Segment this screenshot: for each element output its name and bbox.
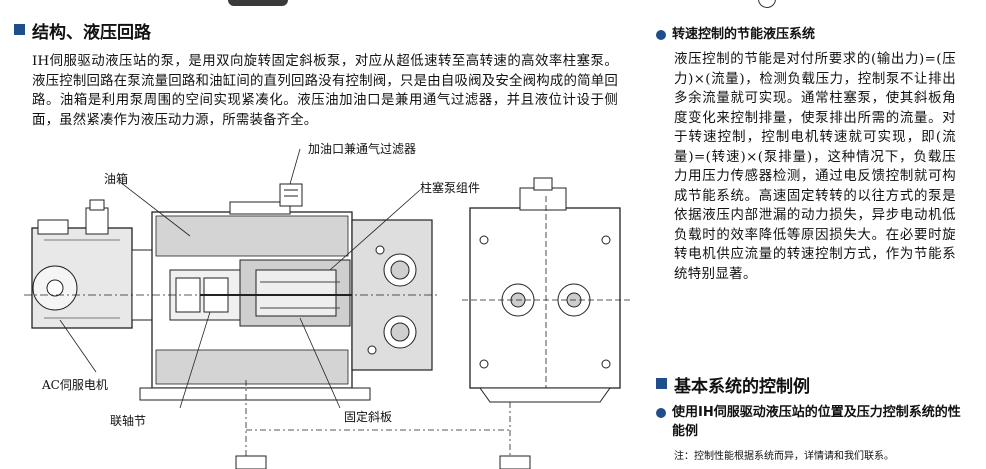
bullet-icon [656,30,666,40]
pump-unit-diagram [24,148,630,469]
energy-saving-heading: 转速控制的节能液压系统 [672,27,816,42]
energy-saving-paragraph: 液压控制的节能是对付所要求的(输出力)=(压力)×(流量)，检测负载压力，控制泵… [674,52,956,282]
control-example-title: 基本系统的控制例 [674,377,810,397]
side-view-drawing [462,177,630,403]
bullet-icon-2 [656,408,666,418]
label-swash-plate: 固定斜板 [344,410,393,424]
section-marker-icon-2 [656,378,667,389]
section-title: 结构、液压回路 [32,23,151,43]
label-filler-breather: 加油口兼通气过滤器 [308,142,417,156]
tank-housing-drawing [139,183,371,401]
note-text: 注：控制性能根据系统而异，详情请和我们联系。 [674,451,894,462]
performance-example-heading: 使用IH伺服驱动液压站的位置及压力控制系统的性能例 [672,405,961,439]
section-marker-icon [14,24,25,35]
label-ac-servo-motor: AC伺服电机 [42,378,108,392]
top-tab-fragment [228,0,288,6]
label-coupling: 联轴节 [110,414,147,428]
label-piston-pump: 柱塞泵组件 [420,181,481,195]
top-circle-fragment [758,0,776,8]
servo-motor-drawing [31,199,153,329]
label-oil-tank: 油箱 [104,172,129,186]
intro-paragraph: IH伺服驱动液压站的泵，是用双向旋转固定斜板泵，对应从超低速转至高转速的高效率柱… [32,54,618,128]
